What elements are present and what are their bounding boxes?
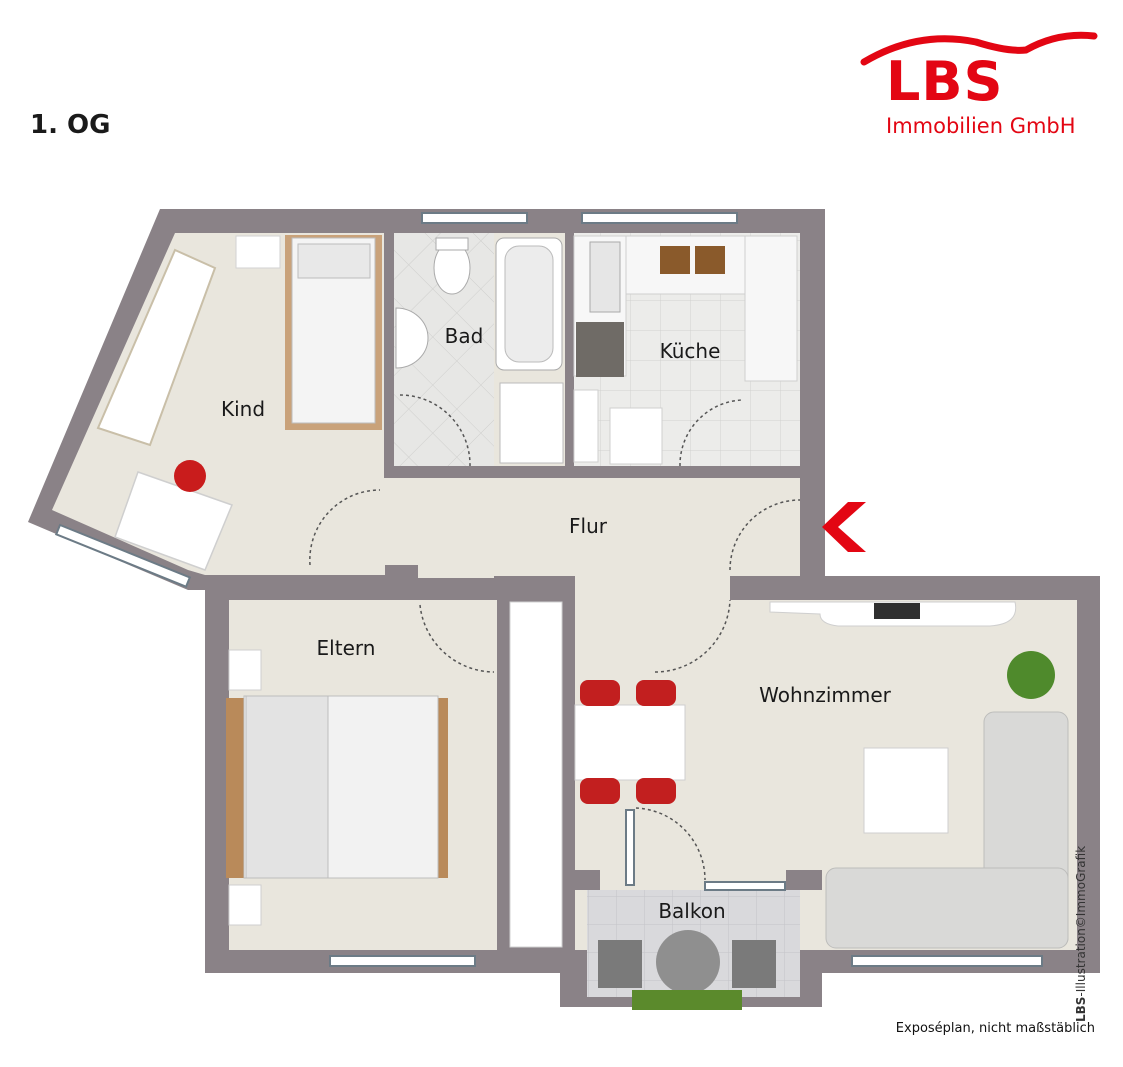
label-bad: Bad bbox=[445, 324, 484, 348]
chair-kind bbox=[174, 460, 206, 492]
window-kind bbox=[54, 523, 192, 589]
plant-icon bbox=[1007, 651, 1055, 699]
door-kueche bbox=[679, 399, 743, 467]
fruit-basket-1 bbox=[660, 246, 690, 274]
sink-kueche bbox=[589, 241, 621, 313]
balcony-chair-1 bbox=[598, 940, 642, 988]
doors bbox=[309, 394, 801, 881]
dining-chair-3 bbox=[580, 778, 620, 804]
label-kind: Kind bbox=[221, 397, 265, 421]
balcony-chair-2 bbox=[732, 940, 776, 988]
shelf-kueche bbox=[573, 389, 599, 463]
footer-note: Exposéplan, nicht maßstäblich bbox=[895, 1021, 1095, 1036]
door-kind bbox=[309, 489, 381, 566]
door-eltern bbox=[419, 604, 495, 673]
window-wohnzimmer bbox=[851, 955, 1043, 967]
shelf-kind bbox=[235, 235, 281, 269]
furniture-bad bbox=[395, 237, 564, 464]
stove bbox=[576, 322, 624, 377]
furniture-wohnzimmer bbox=[574, 601, 1069, 949]
door-wohnzimmer bbox=[654, 599, 731, 673]
door-eingang bbox=[729, 499, 801, 571]
coffee-table bbox=[863, 747, 949, 834]
flower-box bbox=[632, 990, 742, 1010]
wardrobe-kind bbox=[96, 248, 217, 447]
windows bbox=[54, 212, 1043, 967]
label-eltern: Eltern bbox=[317, 636, 376, 660]
label-flur: Flur bbox=[569, 514, 608, 538]
door-bad bbox=[399, 394, 471, 467]
nightstand-1 bbox=[228, 649, 262, 691]
logo-roof-icon bbox=[860, 31, 1098, 66]
window-balkon-door bbox=[704, 881, 786, 891]
fridge bbox=[609, 407, 663, 465]
room-labels: Kind Bad Küche Flur Eltern Wohnzimmer Ba… bbox=[221, 324, 892, 923]
fruit-basket-2 bbox=[695, 246, 725, 274]
furniture-eltern bbox=[226, 601, 563, 948]
desk-kind bbox=[114, 471, 233, 571]
logo-subtitle: Immobilien GmbH bbox=[886, 114, 1076, 138]
dining-chair-1 bbox=[580, 680, 620, 706]
furniture-balkon bbox=[598, 930, 776, 1010]
balcony-table bbox=[656, 930, 720, 994]
dining-chair-4 bbox=[636, 778, 676, 804]
entrance-arrow-icon bbox=[822, 502, 866, 552]
label-wohnzimmer: Wohnzimmer bbox=[759, 683, 892, 707]
floor-label: 1. OG bbox=[30, 110, 111, 140]
lbs-logo: LBS Immobilien GmbH bbox=[858, 28, 1098, 140]
dining-table bbox=[574, 704, 686, 781]
furniture-kind bbox=[96, 235, 382, 571]
label-balkon: Balkon bbox=[658, 899, 725, 923]
window-bad bbox=[421, 212, 528, 224]
illustration-credit: LBS-Illustration©ImmoGrafik bbox=[1074, 845, 1088, 1022]
nightstand-2 bbox=[228, 884, 262, 926]
sink-bad bbox=[395, 307, 429, 369]
floor-flur bbox=[330, 478, 800, 672]
wardrobe-eltern bbox=[509, 601, 563, 948]
tv-icon bbox=[874, 603, 920, 619]
door-balkon bbox=[635, 807, 706, 881]
furniture-kueche bbox=[573, 235, 798, 465]
dining-chair-2 bbox=[636, 680, 676, 706]
window-balkon-side bbox=[625, 809, 635, 886]
window-kueche bbox=[581, 212, 738, 224]
label-kueche: Küche bbox=[660, 339, 721, 363]
washer bbox=[499, 382, 564, 464]
window-eltern bbox=[329, 955, 476, 967]
logo-brand: LBS bbox=[886, 50, 1004, 113]
